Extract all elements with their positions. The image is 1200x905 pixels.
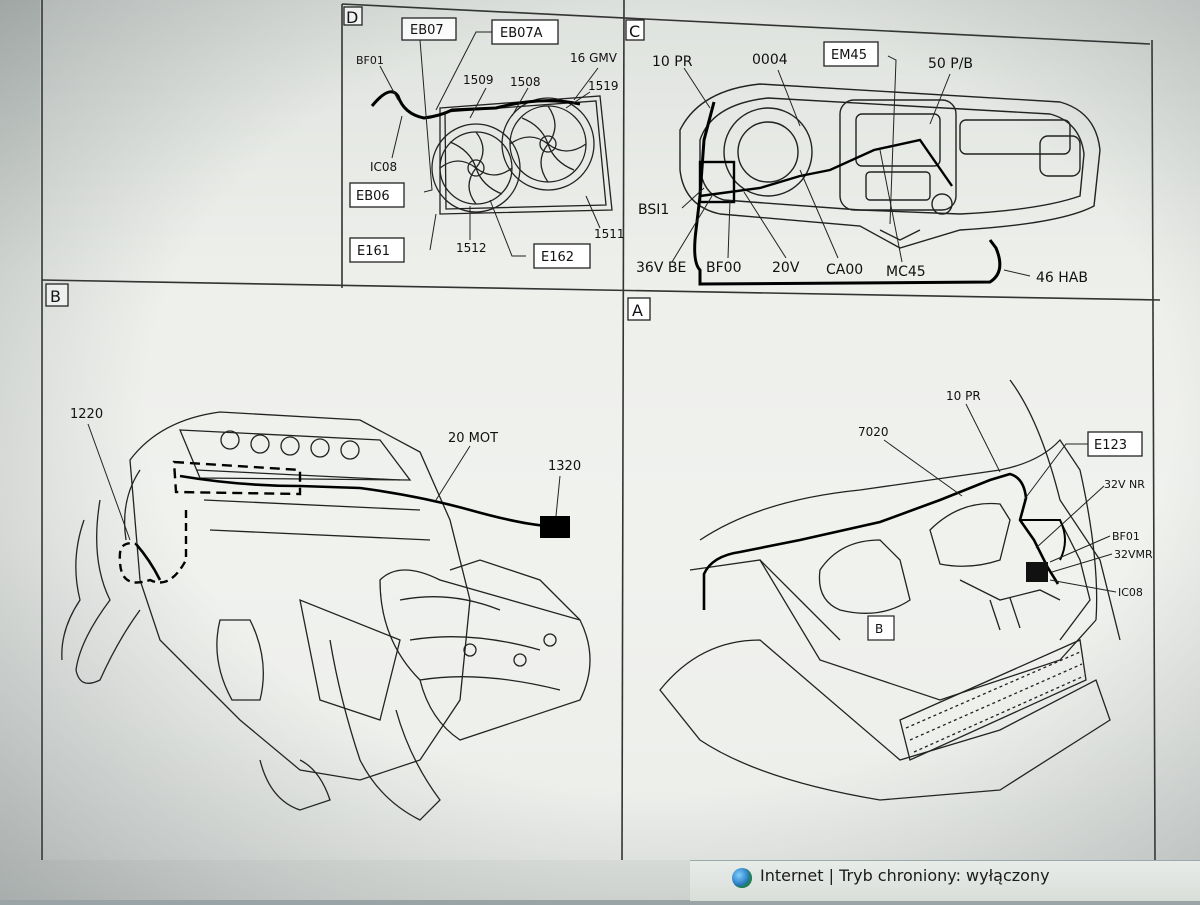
radiator-fan-assembly bbox=[431, 95, 613, 215]
bf01-label: BF01 bbox=[356, 54, 384, 67]
eb07-label: EB07 bbox=[410, 23, 444, 38]
panel-c-leaders bbox=[671, 55, 1031, 277]
b-ref-label: B bbox=[875, 622, 883, 636]
panel-a-leaders bbox=[883, 403, 1117, 593]
gmv16-label: 16 GMV bbox=[570, 51, 618, 65]
pr10-label: 10 PR bbox=[946, 389, 981, 403]
globe-icon bbox=[732, 868, 752, 888]
panel-c: C 10 PR 0004 EM45 50 P/B BSI1 36V BE BF0… bbox=[625, 19, 1101, 286]
ic08-label: IC08 bbox=[1118, 586, 1143, 599]
n1512-label: 1512 bbox=[456, 241, 487, 255]
panel-frames bbox=[41, 0, 1161, 861]
bsi-module bbox=[698, 160, 736, 204]
be36v-label: 36V BE bbox=[636, 260, 686, 276]
eb06-box bbox=[349, 182, 405, 208]
panel-letter-box bbox=[625, 19, 645, 41]
hab46-label: 46 HAB bbox=[1036, 270, 1088, 286]
v20-label: 20V bbox=[772, 260, 800, 276]
bf00-label: BF00 bbox=[706, 260, 741, 276]
dashboard-branch-wire bbox=[699, 138, 953, 198]
mr32v-label: 32VMR bbox=[1114, 548, 1153, 561]
e161-label: E161 bbox=[357, 244, 390, 259]
panel-letter-box bbox=[45, 283, 69, 307]
eb06-label: EB06 bbox=[356, 189, 390, 204]
e162-box bbox=[533, 243, 591, 269]
n1509-label: 1509 bbox=[463, 73, 494, 87]
e161-box bbox=[349, 237, 405, 263]
hidden-harness-dashed bbox=[172, 460, 302, 496]
dashboard-harness bbox=[693, 101, 1002, 286]
connector-1320 bbox=[540, 516, 570, 538]
panel-letter: C bbox=[629, 22, 640, 41]
panel-b-leaders bbox=[87, 423, 561, 541]
n1519-label: 1519 bbox=[588, 79, 619, 93]
pr10-label: 10 PR bbox=[652, 54, 693, 70]
eb07a-label: EB07A bbox=[500, 26, 543, 41]
panel-letter-box bbox=[627, 297, 651, 321]
n1220-label: 1220 bbox=[70, 407, 103, 422]
n7020-label: 7020 bbox=[858, 425, 889, 439]
harness-branch-wire bbox=[135, 543, 162, 581]
n1508-label: 1508 bbox=[510, 75, 541, 89]
n1320-label: 1320 bbox=[548, 459, 581, 474]
engine-drawing bbox=[61, 411, 591, 821]
engine-harness-wire bbox=[179, 474, 549, 528]
ic08-label: IC08 bbox=[370, 160, 397, 174]
mot20-label: 20 MOT bbox=[448, 431, 498, 446]
panel-letter: D bbox=[346, 8, 358, 27]
b-ref-box bbox=[867, 615, 895, 641]
panel-letter: B bbox=[50, 287, 61, 306]
eb07-box bbox=[401, 17, 457, 41]
panel-d: D EB07 EB07A BF01 16 GMV 1509 1508 1519 … bbox=[343, 6, 625, 269]
front-harness-branch bbox=[1020, 519, 1066, 561]
e123-label: E123 bbox=[1094, 438, 1127, 453]
e162-label: E162 bbox=[541, 250, 574, 265]
front-end-drawing bbox=[659, 379, 1121, 801]
panel-a: A 10 PR 7020 E123 32V NR BF01 32VMR IC08… bbox=[627, 297, 1153, 801]
n1511-label: 1511 bbox=[594, 227, 625, 241]
browser-status-bar bbox=[690, 860, 1200, 901]
ca00-label: CA00 bbox=[826, 262, 863, 278]
panel-b: B 1220 20 MOT 1320 bbox=[45, 283, 591, 821]
eb07a-box bbox=[491, 19, 559, 45]
n0004-label: 0004 bbox=[752, 52, 788, 68]
harness-dashed-branch bbox=[118, 510, 188, 584]
dashboard-outline bbox=[679, 83, 1101, 249]
em45-label: EM45 bbox=[831, 48, 867, 63]
mc45-label: MC45 bbox=[886, 264, 926, 280]
em45-box bbox=[823, 41, 879, 67]
status-text: Internet | Tryb chroniony: wyłączony bbox=[760, 866, 1050, 885]
nr32v-label: 32V NR bbox=[1104, 478, 1145, 491]
bf01-label: BF01 bbox=[1112, 530, 1140, 543]
connector-bf01 bbox=[1026, 562, 1048, 582]
panel-letter: A bbox=[632, 301, 643, 320]
pb50-label: 50 P/B bbox=[928, 56, 973, 72]
panel-letter-box bbox=[343, 6, 363, 26]
bs11-label: BSI1 bbox=[638, 202, 669, 218]
panel-d-leaders bbox=[379, 31, 601, 257]
